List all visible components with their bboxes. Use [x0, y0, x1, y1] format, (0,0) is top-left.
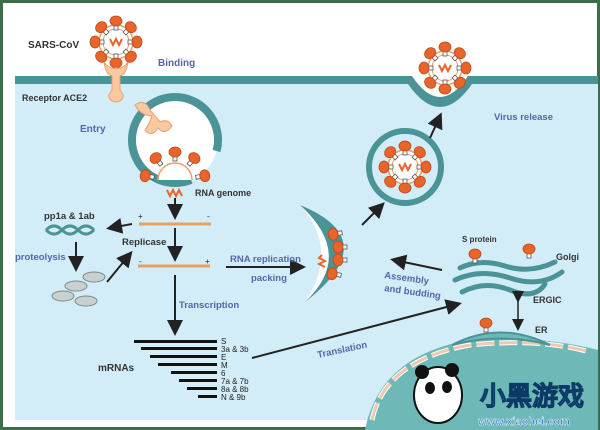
polyprotein-icon: [44, 224, 96, 236]
watermark-logo-text: 小黑游戏: [480, 381, 584, 411]
mrnas-label: mRNAs: [98, 363, 135, 374]
arrow-to-replicase: [106, 250, 133, 283]
mrna-bar: [134, 340, 217, 343]
mrna-label: S: [221, 337, 226, 346]
golgi-label: Golgi: [556, 252, 579, 262]
xiaohei-watermark-logo: 小黑游戏 www.xiaohei.com: [413, 363, 585, 428]
transcription-label: Transcription: [179, 300, 239, 311]
proteolysis-label: proteolysis: [15, 252, 66, 263]
mrna-label: 3a & 3b: [221, 345, 249, 354]
binding-label: Binding: [158, 58, 195, 69]
released-virion: [419, 42, 471, 94]
minus-sign: -: [139, 257, 142, 266]
mrna-bar: [158, 363, 217, 366]
ergic-label: ERGIC: [533, 295, 562, 305]
mrna-label: N & 9b: [221, 393, 246, 402]
golgi: [452, 259, 565, 297]
er-label: ER: [535, 325, 548, 335]
endosomal-virion: [138, 146, 212, 184]
mrna-bar: [187, 387, 217, 390]
er: [451, 331, 551, 346]
mrna-bar: [198, 395, 217, 398]
rna-genome-label: RNA genome: [195, 188, 251, 198]
rna-replication-label: RNA replication: [230, 254, 301, 265]
sars-cov-virion: [90, 16, 142, 68]
mrna-label: 6: [221, 369, 226, 378]
arrow-release: [427, 112, 443, 139]
s-protein-label: S protein: [462, 235, 497, 244]
rna-genome-icon: [166, 187, 183, 199]
rna-genome-icon: [316, 254, 328, 268]
minus-sign: -: [207, 212, 210, 221]
plus-sign: +: [205, 257, 210, 266]
virus-release-label: Virus release: [494, 112, 553, 123]
mrna-label: 7a & 7b: [221, 377, 249, 386]
mrna-bar: [179, 379, 217, 382]
sars-cov-label: SARS-CoV: [28, 40, 79, 51]
internalized-receptor: [134, 101, 173, 134]
mrna-label: M: [221, 361, 228, 370]
vesicle-membrane: [366, 128, 444, 206]
mature-virion: [379, 141, 431, 193]
polyprotein-label: pp1a & 1ab: [44, 211, 95, 222]
mrna-labels: S 3a & 3b E M 6 7a & 7b 8a & 8b N & 9b: [221, 337, 249, 402]
watermark-url: www.xiaohei.com: [477, 416, 570, 428]
ace2-receptor: [103, 61, 129, 103]
packing-label: packing: [251, 273, 287, 284]
arrow-assembly: [390, 254, 443, 271]
mrna-label: E: [221, 353, 226, 362]
mrna-bar: [141, 347, 217, 350]
plus-sign: +: [138, 212, 143, 221]
arrow-to-polyprotein: [106, 217, 133, 234]
arrow-bud: [361, 202, 385, 226]
mrna-bar: [171, 371, 217, 374]
receptor-label: Receptor ACE2: [22, 93, 87, 103]
mrna-bar: [150, 355, 217, 358]
entry-label: Entry: [80, 124, 106, 135]
mrna-bars: [134, 340, 217, 398]
replicase-proteins-icon: [51, 271, 106, 307]
cell-membrane: [15, 76, 598, 107]
arrow-translation: [251, 299, 462, 359]
replicase-label: Replicase: [122, 237, 166, 248]
mrna-label: 8a & 8b: [221, 385, 249, 394]
